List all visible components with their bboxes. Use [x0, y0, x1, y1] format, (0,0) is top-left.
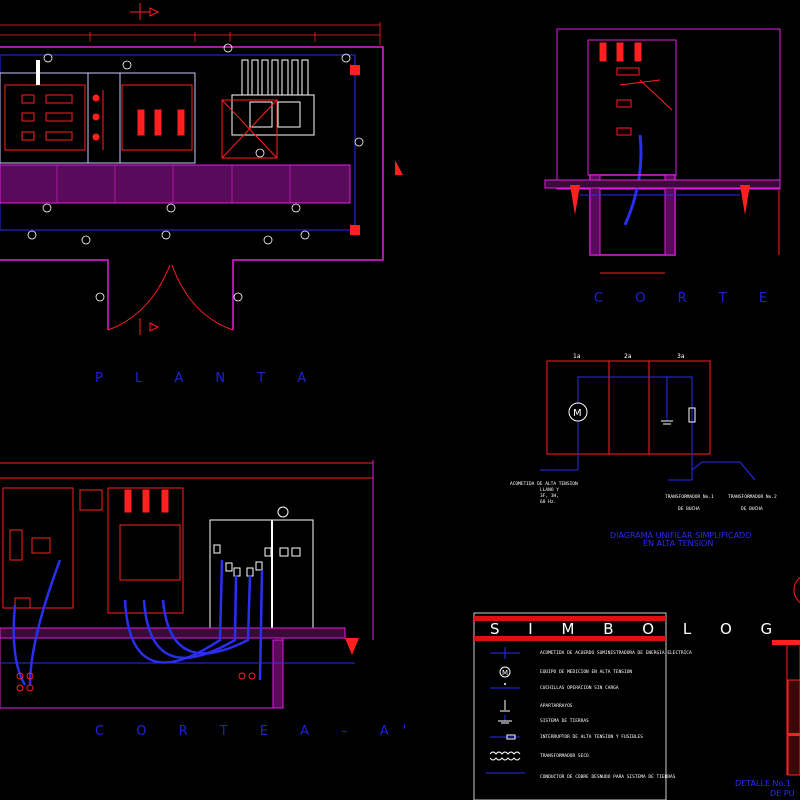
cell-label: 2a — [624, 353, 632, 360]
transformer2-label: TRANSFORMADOR No.2 — [728, 494, 777, 500]
switchgear-cells — [4, 84, 193, 151]
detail-view: DETALLE No.1 DE PU — [735, 576, 800, 798]
section-aa-title: C O R T E A – A' — [95, 724, 420, 739]
service-entrance-icon — [490, 647, 520, 659]
incoming-label: LLANO Y — [540, 487, 559, 493]
cell-label: 1a — [573, 353, 581, 360]
single-line-diagram: 1a 2a 3a M ACOMETIDA DE ALTA TENSION LLA… — [510, 353, 777, 548]
legend-item-label: CONDUCTOR DE COBRE DESNUDO PARA SISTEMA … — [540, 774, 676, 780]
fuse-icon — [688, 407, 696, 423]
incoming-label: 60 Hz. — [540, 499, 556, 505]
svg-text:M: M — [573, 408, 582, 419]
ground-pit — [350, 65, 360, 75]
door-swing — [107, 264, 234, 335]
conduits — [16, 672, 256, 692]
section-marker-icon — [395, 160, 403, 175]
legend-item-label: EQUIPO DE MEDICION EN ALTA TENSION — [540, 669, 632, 675]
legend-item-label: TRANSFORMADOR SECO — [540, 753, 589, 759]
transformer1-label: DE BUCHA — [678, 506, 700, 512]
insulators — [599, 42, 673, 136]
plan-title: P L A N T A — [95, 371, 320, 386]
legend-panel: S I M B O L O G I A ACOMETIDA DE ACUERDO… — [473, 612, 800, 800]
section-bb-title: C O R T E B – B' — [594, 291, 800, 306]
transformer-plan — [221, 59, 315, 159]
transformer2-label: DE BUCHA — [741, 506, 763, 512]
trench-dividers — [56, 165, 291, 203]
dimension-lines — [0, 22, 381, 45]
legend-item-label: INTERRUPTOR DE ALTA TENSION Y FUSIBLES — [540, 734, 643, 740]
legend-item-label: ACOMETIDA DE ACUERDO SUMINISTRADORA DE E… — [540, 650, 692, 656]
transformer1-label: TRANSFORMADOR No.1 — [665, 494, 714, 500]
legend-item-label: APARTARRAYOS — [540, 703, 573, 709]
disconnect-switch-icon — [490, 683, 520, 689]
busbar — [36, 60, 40, 85]
legend-item-label: CUCHILLAS OPERACION SIN CARGA — [540, 685, 619, 691]
reference-bubbles — [27, 43, 364, 302]
plan-view: P L A N T A — [0, 3, 403, 386]
detail-subtitle: DE PU — [770, 789, 795, 798]
ground-icon — [661, 420, 673, 425]
detail-title: DETALLE No.1 — [735, 779, 791, 788]
transformer-icon — [489, 751, 521, 761]
legend-title: S I M B O L O G I A — [490, 620, 800, 638]
diagram-subtitle: EN ALTA TENSION — [643, 539, 713, 548]
incoming-label: ACOMETIDA DE ALTA TENSION — [510, 481, 578, 487]
section-bb: C O R T E B – B' — [544, 28, 800, 306]
cables — [12, 559, 264, 686]
surge-arrester-icon — [500, 700, 510, 712]
cell-label: 3a — [677, 353, 685, 360]
meter-icon: M — [499, 666, 511, 678]
svg-text:M: M — [502, 669, 508, 677]
meter-icon: M — [568, 402, 588, 422]
switchgear-section — [2, 487, 184, 614]
ground-pit — [350, 225, 360, 235]
legend-item-label: SISTEMA DE TIERRAS — [540, 718, 589, 724]
section-aa: C O R T E A – A' — [0, 460, 420, 739]
breaker-fuse-icon — [490, 734, 520, 740]
incoming-label: 3F, 3H, — [540, 493, 559, 499]
ground-icon — [498, 715, 512, 724]
north-arrow-icon — [130, 3, 160, 20]
cable-trench — [0, 164, 351, 204]
diagram-title: DIAGRAMA UNIFILAR SIMPLIFICADO — [610, 531, 752, 540]
